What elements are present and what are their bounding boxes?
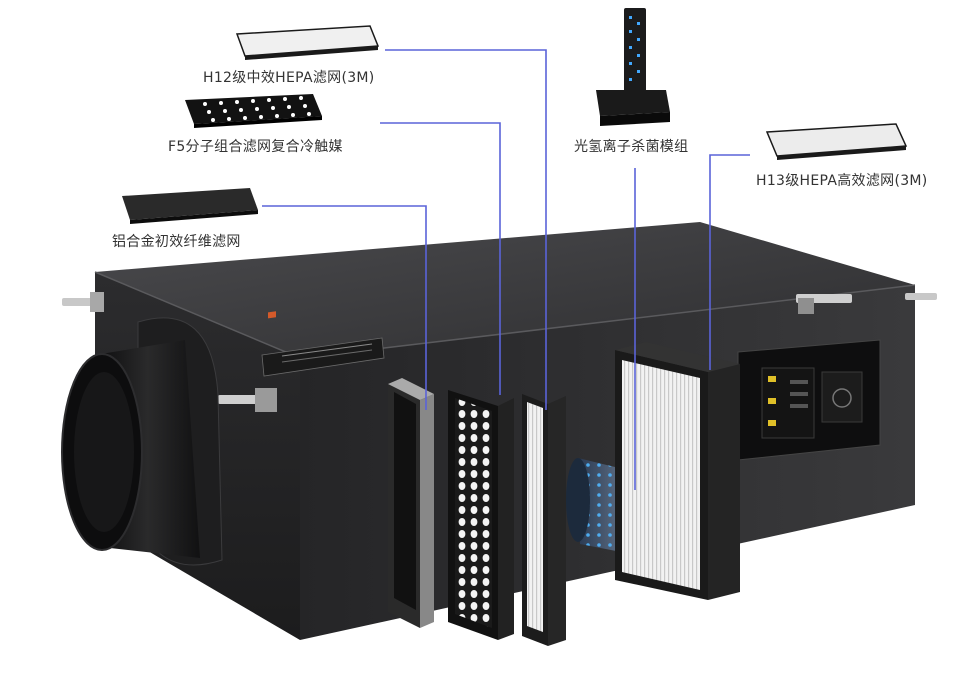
h13-filter-thumbnail bbox=[765, 123, 908, 160]
label-aluminum-filter: 铝合金初效纤维滤网 bbox=[112, 234, 241, 250]
h12-hepa-filter bbox=[522, 394, 566, 646]
leader-line-h13 bbox=[709, 154, 750, 370]
mounting-bracket-left-bottom bbox=[218, 388, 277, 412]
label-h12-filter: H12级中效HEPA滤网(3M) bbox=[203, 70, 375, 86]
label-f5-catalyst: F5分子组合滤网复合冷触媒 bbox=[168, 139, 343, 155]
mounting-bracket-right bbox=[796, 294, 852, 314]
leader-line-h12 bbox=[385, 49, 547, 410]
h13-hepa-filter bbox=[615, 342, 740, 600]
photo-ion-module-thumbnail bbox=[596, 8, 670, 126]
label-h13-filter: H13级HEPA高效滤网(3M) bbox=[756, 173, 928, 189]
leader-lines bbox=[262, 49, 750, 490]
label-photo-ion-module: 光氢离子杀菌模组 bbox=[574, 139, 689, 155]
leader-line-aluminum bbox=[262, 205, 427, 410]
aluminum-filter-thumbnail bbox=[122, 188, 258, 224]
h12-filter-thumbnail bbox=[235, 25, 380, 60]
aluminum-prefilter-frame bbox=[388, 378, 434, 628]
f5-catalyst-filter bbox=[448, 390, 514, 640]
rating-plate bbox=[261, 311, 385, 377]
control-panel bbox=[737, 339, 881, 461]
f5-catalyst-thumbnail bbox=[185, 94, 322, 128]
mounting-bracket-left-top bbox=[62, 292, 104, 312]
leader-line-f5 bbox=[380, 122, 501, 395]
mounting-bracket-far-right bbox=[905, 293, 937, 300]
inlet-duct bbox=[61, 340, 200, 558]
